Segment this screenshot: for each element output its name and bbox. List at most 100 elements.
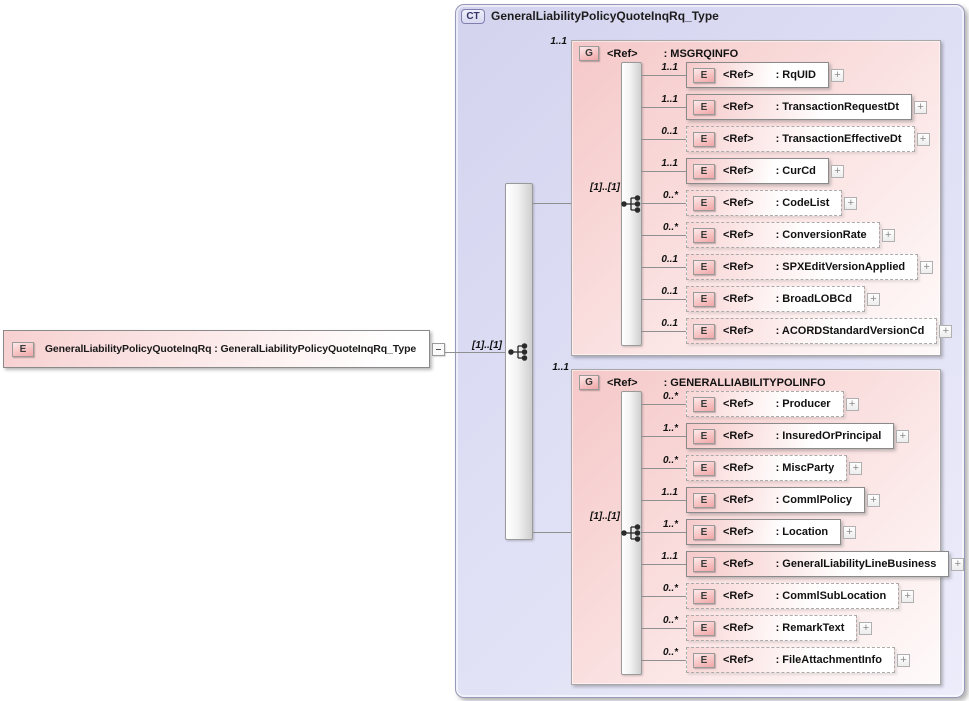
element-box-curcd[interactable]: E<Ref>: CurCd — [686, 158, 829, 184]
connector-line — [641, 660, 686, 661]
expand-icon[interactable]: + — [845, 397, 859, 411]
complex-type-header: CT GeneralLiabilityPolicyQuoteInqRq_Type — [461, 9, 729, 24]
cardinality-label: 1..1 — [661, 487, 678, 498]
element-badge: E — [693, 460, 715, 476]
element-box-location[interactable]: E<Ref>: Location — [686, 519, 842, 545]
element-badge: E — [693, 259, 715, 275]
expand-icon[interactable]: + — [866, 292, 880, 306]
element-box-transactioneffectivedt[interactable]: E<Ref>: TransactionEffectiveDt — [686, 126, 915, 152]
element-box-codelist[interactable]: E<Ref>: CodeList — [686, 190, 843, 216]
element-name-label: : FileAttachmentInfo — [775, 654, 882, 666]
expand-icon[interactable]: + — [896, 429, 910, 443]
element-name-label: : Producer — [775, 398, 831, 410]
cardinality-label: 1..1 — [661, 62, 678, 73]
element-ref-label: <Ref> — [723, 261, 754, 273]
element-box-transactionrequestdt[interactable]: E<Ref>: TransactionRequestDt — [686, 94, 913, 120]
element-row-rquid: 1..1 E<Ref>: RqUID+ — [641, 62, 844, 88]
element-ref-label: <Ref> — [723, 526, 754, 538]
element-box-insuredorprincipal[interactable]: E<Ref>: InsuredOrPrincipal — [686, 423, 895, 449]
expand-icon[interactable]: + — [843, 525, 857, 539]
group-ref-label: <Ref> — [607, 47, 638, 60]
element-ref-label: <Ref> — [723, 293, 754, 305]
element-box-generalliabilitylinebusiness[interactable]: E<Ref>: GeneralLiabilityLineBusiness — [686, 551, 950, 577]
connector-line — [641, 171, 686, 172]
element-box-commlpolicy[interactable]: E<Ref>: CommlPolicy — [686, 487, 865, 513]
element-box-conversionrate[interactable]: E<Ref>: ConversionRate — [686, 222, 880, 248]
element-ref-label: <Ref> — [723, 622, 754, 634]
expand-icon[interactable]: + — [901, 589, 915, 603]
expand-icon[interactable]: + — [849, 461, 863, 475]
expand-icon[interactable]: + — [830, 68, 844, 82]
expand-icon[interactable]: + — [939, 324, 953, 338]
sequence-cardinality-label: [1]..[1] — [590, 182, 620, 193]
complex-type-badge: CT — [461, 9, 485, 24]
element-box-rquid[interactable]: E<Ref>: RqUID — [686, 62, 829, 88]
element-ref-label: <Ref> — [723, 462, 754, 474]
element-name-label: : RemarkText — [775, 622, 845, 634]
element-row-insuredorprincipal: 1..*E<Ref>: InsuredOrPrincipal+ — [641, 423, 910, 449]
collapse-toggle[interactable] — [432, 343, 445, 356]
element-badge: E — [693, 492, 715, 508]
cardinality-label: 0..1 — [661, 254, 678, 265]
expand-icon[interactable]: + — [951, 557, 965, 571]
cardinality-label: 0..* — [662, 455, 678, 466]
cardinality-label: 1..1 — [661, 551, 678, 562]
element-name-label: : BroadLOBCd — [775, 293, 852, 305]
cardinality-label: 0..* — [662, 647, 678, 658]
element-badge: E — [693, 620, 715, 636]
cardinality-label: 0..* — [662, 190, 678, 201]
expand-icon[interactable]: + — [866, 493, 880, 507]
element-row-location: 1..*E<Ref>: Location+ — [641, 519, 857, 545]
element-ref-label: <Ref> — [723, 558, 754, 570]
group-box-generalliabilitypolinfo[interactable]: G <Ref> : GENERALLIABILITYPOLINFO [1]..[… — [571, 369, 965, 685]
group-header: G <Ref> : GENERALLIABILITYPOLINFO — [579, 375, 826, 390]
element-badge: E — [12, 341, 34, 357]
element-box-broadlobcd[interactable]: E<Ref>: BroadLOBCd — [686, 286, 865, 312]
element-row-producer: 0..*E<Ref>: Producer+ — [641, 391, 859, 417]
element-ref-label: <Ref> — [723, 133, 754, 145]
element-row-miscparty: 0..* E <Ref> : MiscParty + — [641, 455, 863, 481]
group-ref-label: <Ref> — [607, 376, 638, 389]
element-ref-label: <Ref> — [723, 398, 754, 410]
element-box-miscparty[interactable]: E <Ref> : MiscParty — [686, 455, 848, 481]
element-ref-label: <Ref> — [723, 590, 754, 602]
element-name-label: : CommlSubLocation — [775, 590, 887, 602]
element-row-commlpolicy: 1..1 E<Ref>: CommlPolicy+ — [641, 487, 880, 513]
element-box-spxeditversionapplied[interactable]: E<Ref>: SPXEditVersionApplied — [686, 254, 919, 280]
expand-icon[interactable]: + — [914, 100, 928, 114]
element-ref-label: <Ref> — [723, 197, 754, 209]
minus-icon — [436, 349, 441, 350]
element-box-fileattachmentinfo[interactable]: E<Ref>: FileAttachmentInfo — [686, 647, 895, 673]
element-name-label: : ConversionRate — [775, 229, 867, 241]
expand-icon[interactable]: + — [896, 653, 910, 667]
expand-icon[interactable]: + — [920, 260, 934, 274]
element-box-remarktext[interactable]: E <Ref> : RemarkText — [686, 615, 858, 641]
cardinality-label: 0..1 — [661, 286, 678, 297]
element-name-label: : GeneralLiabilityLineBusiness — [775, 558, 937, 570]
complex-type-title: GeneralLiabilityPolicyQuoteInqRq_Type — [491, 9, 719, 23]
group-cardinality-label: 1..1 — [552, 362, 569, 373]
element-name-label: : TransactionRequestDt — [775, 101, 900, 113]
element-row-fileattachmentinfo: 0..* E<Ref>: FileAttachmentInfo+ — [641, 647, 910, 673]
root-element-box[interactable]: E GeneralLiabilityPolicyQuoteInqRq : Gen… — [3, 330, 430, 368]
expand-icon[interactable]: + — [881, 228, 895, 242]
element-badge: E — [693, 652, 715, 668]
element-box-commlsublocation[interactable]: E<Ref>: CommlSubLocation — [686, 583, 900, 609]
connector-line — [641, 404, 686, 405]
element-name-label: : MiscParty — [775, 462, 835, 474]
sequence-icon — [621, 195, 641, 213]
element-ref-label: <Ref> — [723, 101, 754, 113]
expand-icon[interactable]: + — [916, 132, 930, 146]
element-box-producer[interactable]: E<Ref>: Producer — [686, 391, 844, 417]
expand-icon[interactable]: + — [830, 164, 844, 178]
expand-icon[interactable]: + — [859, 621, 873, 635]
element-box-acordstandardversioncd[interactable]: E<Ref>: ACORDStandardVersionCd — [686, 318, 938, 344]
expand-icon[interactable]: + — [844, 196, 858, 210]
element-name-label: : Location — [775, 526, 829, 538]
